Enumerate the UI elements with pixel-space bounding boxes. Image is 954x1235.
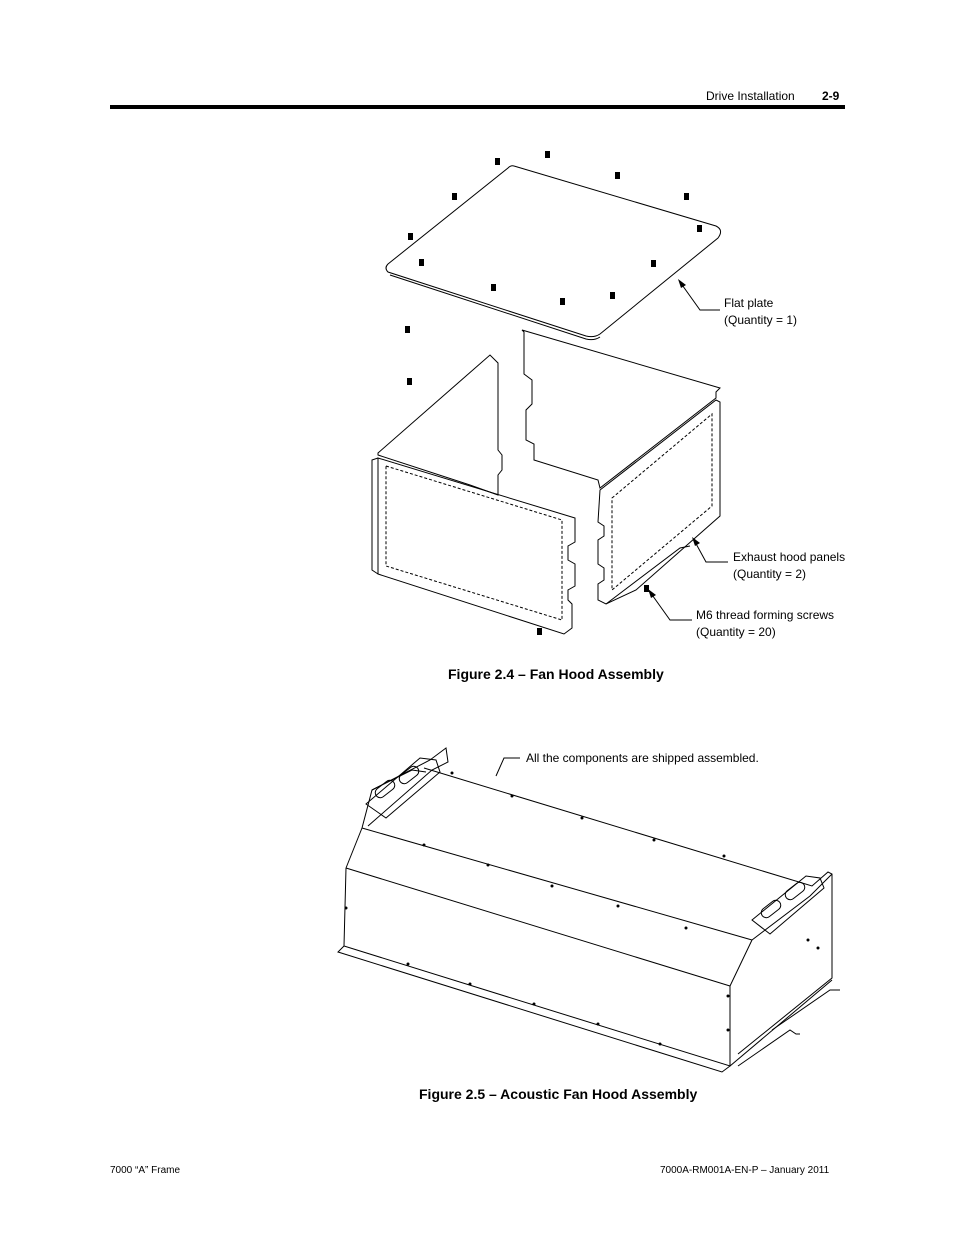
running-header-section: Drive Installation	[706, 89, 795, 103]
callout-leaders	[495, 281, 728, 777]
figure-2-5-caption: Figure 2.5 – Acoustic Fan Hood Assembly	[419, 1086, 698, 1102]
acoustic-hood-holes	[344, 771, 820, 1046]
callout-flat-plate-line2: (Quantity = 1)	[724, 313, 798, 327]
callout-screws-line2: (Quantity = 20)	[696, 625, 776, 639]
header-rule	[110, 105, 845, 109]
page-number: 2-9	[822, 89, 840, 103]
flat-plate-illustration	[385, 165, 722, 341]
right-exhaust-panel	[521, 329, 721, 605]
callout-screws: M6 thread forming screws (Quantity = 20)	[696, 607, 834, 641]
callout-shipped-assembled: All the components are shipped assembled…	[526, 751, 759, 765]
footer-left: 7000 “A” Frame	[110, 1165, 181, 1176]
callout-flat-plate: Flat plate (Quantity = 1)	[724, 295, 797, 329]
callout-screws-line1: M6 thread forming screws	[696, 608, 835, 622]
footer-right: 7000A-RM001A-EN-P – January 2011	[660, 1165, 830, 1176]
left-exhaust-panel	[371, 354, 576, 635]
callout-exhaust-line1: Exhaust hood panels	[733, 550, 846, 564]
callout-exhaust-panels: Exhaust hood panels (Quantity = 2)	[733, 549, 845, 583]
figure-2-4-caption: Figure 2.4 – Fan Hood Assembly	[448, 666, 664, 682]
callout-exhaust-line2: (Quantity = 2)	[733, 567, 807, 581]
plate-screws	[405, 151, 702, 635]
acoustic-fan-hood-illustration	[337, 747, 840, 1073]
callout-flat-plate-line1: Flat plate	[724, 296, 774, 310]
